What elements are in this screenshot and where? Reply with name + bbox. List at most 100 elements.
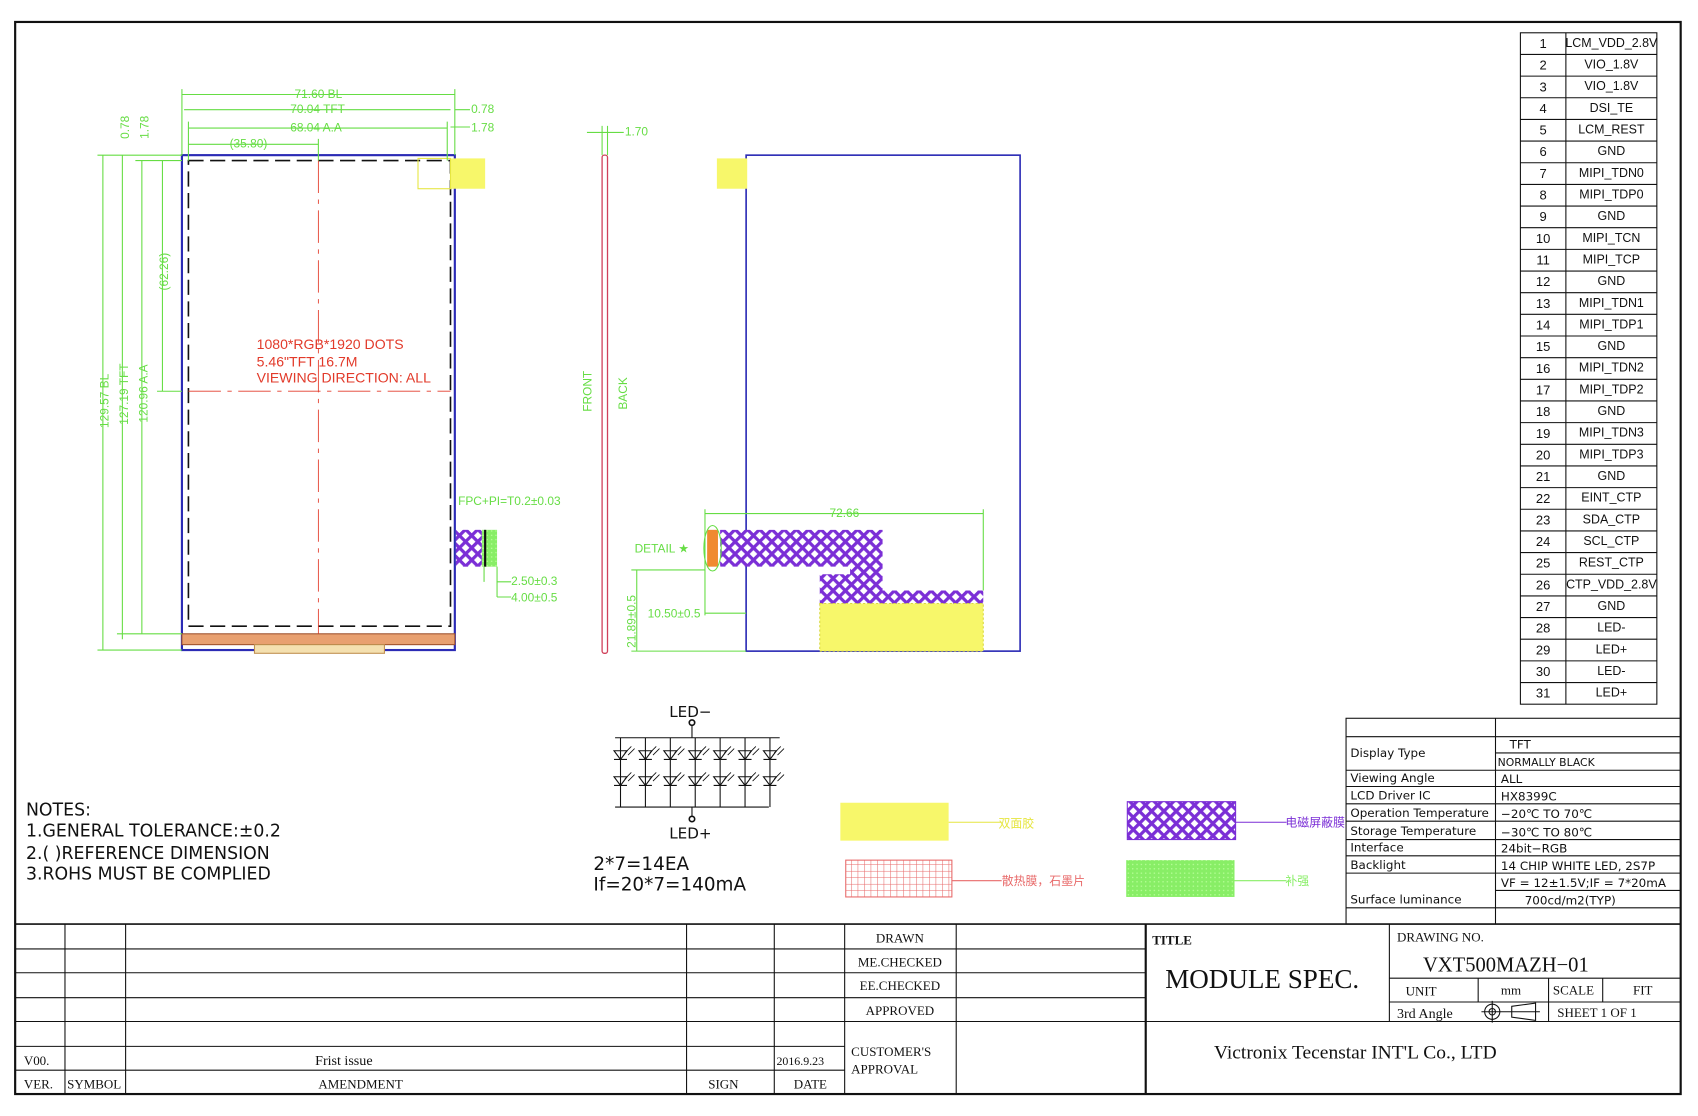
spec-label: Operation Temperature	[1350, 806, 1488, 820]
header-ver: VER.	[24, 1077, 53, 1092]
pin-name: LED-	[1597, 621, 1625, 635]
spec-value: VF = 12±1.5V;IF = 7*20mA	[1501, 876, 1667, 890]
led-diode-icon	[662, 772, 685, 787]
spec-row: Storage Temperature−30℃ TO 80℃	[1350, 824, 1592, 839]
dim-fpc-4-00: 4.00±0.5	[511, 590, 558, 604]
spec-value: 24bit−RGB	[1501, 842, 1567, 856]
resolution-text: 1080*RGB*1920 DOTS	[257, 336, 404, 352]
led-current-text: If=20*7=140mA	[593, 874, 746, 895]
note-3: 3.ROHS MUST BE COMPLIED	[26, 865, 271, 885]
led-diode-icon	[762, 772, 785, 787]
yellow-tape-corner	[450, 158, 486, 189]
notes-heading: NOTES:	[26, 801, 91, 821]
pin-number: 10	[1536, 231, 1550, 246]
title-text: MODULE SPEC.	[1165, 964, 1359, 994]
pin-name: GND	[1598, 209, 1626, 223]
legend-label-purple: 电磁屏蔽膜	[1285, 816, 1345, 830]
fpc-bottom-strip	[181, 633, 456, 646]
pin-number: 20	[1536, 447, 1550, 462]
pin-row: 9 GND	[1520, 205, 1657, 224]
header-amendment: AMENDMENT	[318, 1077, 402, 1092]
spec-value: 700cd/m2(TYP)	[1525, 894, 1616, 908]
drawing-number: VXT500MAZH−01	[1423, 955, 1589, 977]
pin-name: MIPI_TDP0	[1579, 187, 1643, 201]
dim-half-width: (35.80)	[230, 137, 268, 151]
spec-label-display-type: Display Type	[1350, 746, 1425, 760]
pin-name: MIPI_TDN3	[1579, 426, 1644, 440]
front-label: FRONT	[580, 371, 594, 412]
pin-name: MIPI_TDN0	[1579, 166, 1644, 180]
dim-top-1-78: 1.78	[137, 115, 151, 139]
pin-number: 23	[1536, 512, 1550, 527]
led-diode-icon	[662, 746, 685, 761]
signoff-approved: APPROVED	[866, 1003, 935, 1018]
fpc-tail-shielding	[720, 529, 984, 607]
pin-number: 30	[1536, 664, 1550, 679]
pin-name: EINT_CTP	[1581, 491, 1641, 505]
spec-label: Storage Temperature	[1350, 824, 1476, 838]
pin-number: 31	[1536, 686, 1550, 701]
led-diode-icon	[637, 772, 660, 787]
pin-row: 15 GND	[1520, 335, 1657, 354]
pin-number: 16	[1536, 361, 1550, 376]
pin-name: MIPI_TCP	[1583, 252, 1640, 266]
pin-number: 8	[1540, 188, 1547, 203]
third-angle-projection-icon	[1481, 1000, 1540, 1023]
pin-name: GND	[1598, 599, 1626, 613]
dim-bl-width: 71.60 BL	[295, 87, 343, 101]
pin-name: GND	[1598, 144, 1626, 158]
spec-value: HX8399C	[1501, 790, 1557, 804]
spec-label: Backlight	[1350, 858, 1406, 872]
dim-right-1-78: 1.78	[471, 120, 495, 134]
led-diode-icon	[712, 772, 735, 787]
header-symbol: SYMBOL	[67, 1077, 121, 1092]
detail-label: DETAIL ★	[635, 542, 689, 556]
dim-tft-width: 70.04 TFT	[290, 102, 345, 116]
legend-swatch-red-grid	[845, 859, 953, 898]
pin-name: GND	[1598, 339, 1626, 353]
signoff-drawn: DRAWN	[876, 930, 925, 945]
led-diode-icon	[687, 772, 710, 787]
back-view: 72.66 DETAIL ★ 10.50±0.5 21.89±0.5	[625, 154, 1021, 652]
led-plus-label: LED+	[669, 824, 711, 842]
detail-circle	[703, 524, 722, 572]
fpc-contact-detail	[707, 529, 718, 567]
pin-number: 21	[1536, 469, 1550, 484]
dim-top-0-78: 0.78	[118, 115, 132, 139]
pin-number: 15	[1536, 339, 1550, 354]
back-label: BACK	[616, 377, 630, 409]
dim-10-50: 10.50±0.5	[648, 607, 701, 621]
sheet-border	[14, 20, 1682, 1096]
dim-fpc-width: 72.66	[830, 506, 860, 520]
pin-name: LED+	[1596, 642, 1627, 656]
pin-name: LCM_REST	[1578, 123, 1645, 137]
pin-name: LCM_VDD_2.8V	[1565, 36, 1658, 50]
led-diode-icon	[637, 746, 660, 761]
pin-number: 19	[1536, 426, 1550, 441]
pin-name: MIPI_TDN2	[1579, 361, 1644, 375]
yellow-tape-corner-back	[716, 158, 748, 189]
connector-pad	[253, 644, 385, 654]
dim-aa-width: 68.04 A.A	[290, 120, 342, 134]
title-label: TITLE	[1152, 933, 1192, 948]
pin-number: 22	[1536, 491, 1550, 506]
led-minus-terminal	[688, 719, 696, 727]
pin-row: 8 MIPI_TDP0	[1520, 183, 1657, 203]
rev-date: 2016.9.23	[776, 1054, 824, 1068]
pin-name: GND	[1598, 274, 1626, 288]
pin-number: 9	[1540, 209, 1547, 224]
